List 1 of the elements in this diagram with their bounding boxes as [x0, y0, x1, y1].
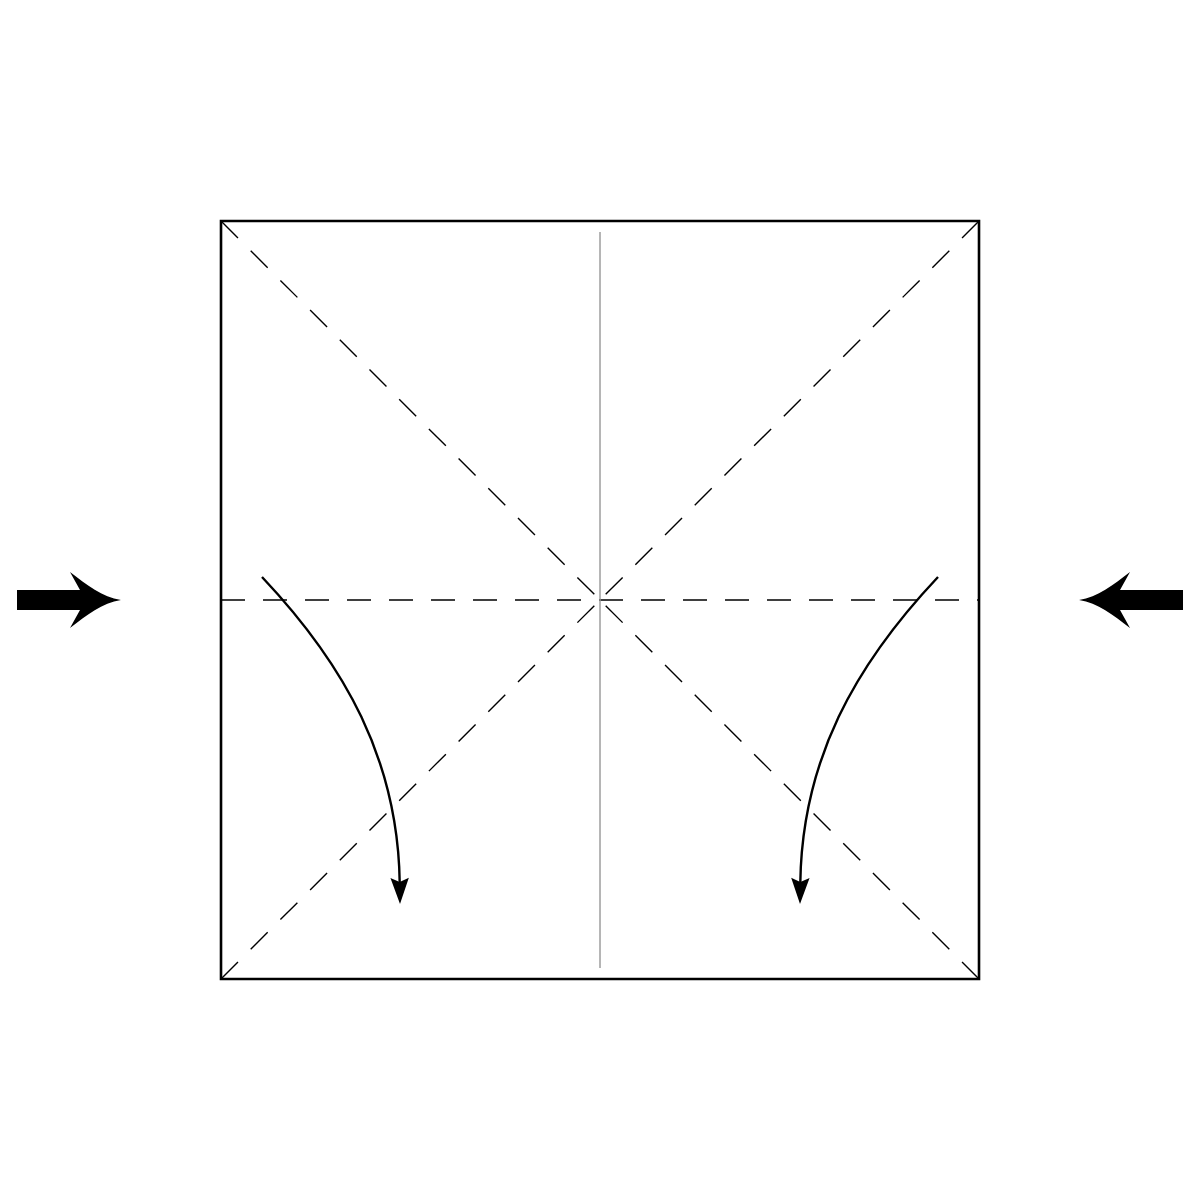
paper-square	[219, 219, 981, 981]
